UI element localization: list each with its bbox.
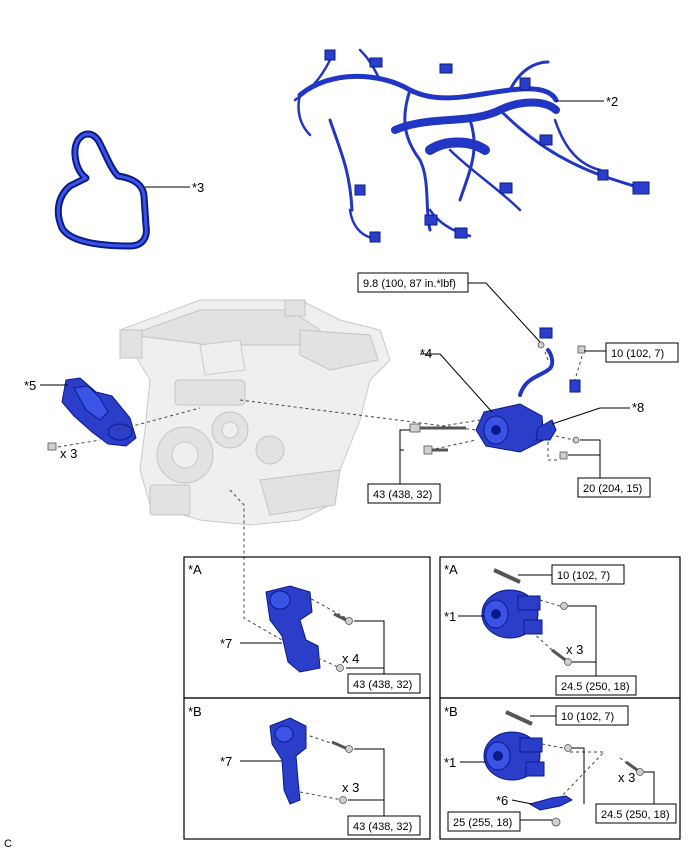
panel-right-b [439, 697, 681, 840]
panel-label-left-a: *A [188, 562, 202, 577]
engine-illustration [119, 299, 391, 526]
corner-mark: C [4, 838, 12, 850]
torque-43-panel-b: 43 (438, 32) [353, 821, 412, 833]
torque-25: 25 (255, 18) [453, 817, 512, 829]
panel-label-right-a: *A [444, 562, 458, 577]
panel-left-b [183, 697, 431, 840]
panel-label-left-b: *B [188, 704, 202, 719]
qty-bracket-b-bolts: x 3 [342, 780, 359, 795]
torque-9-8: 9.8 (100, 87 in.*lbf) [363, 278, 456, 290]
torque-43-alternator: 43 (438, 32) [373, 489, 432, 501]
qty-bracket-a-bolts: x 4 [342, 651, 359, 666]
callout-alternator: *4 [420, 346, 432, 361]
qty-compressor-b-bolts: x 3 [618, 770, 635, 785]
compressor-b-illustration [483, 731, 545, 781]
torque-10-alternator: 10 (102, 7) [611, 348, 664, 360]
torque-43-panel-a: 43 (438, 32) [353, 679, 412, 691]
callout-hose: *6 [496, 793, 508, 808]
panel-label-right-b: *B [444, 704, 458, 719]
callout-bracket: *8 [632, 400, 644, 415]
exhaust-manifold-illustration [61, 377, 137, 447]
torque-20: 20 (204, 15) [583, 483, 642, 495]
callout-compressor-a: *1 [444, 609, 456, 624]
compressor-a-illustration [481, 589, 543, 639]
compressor-bracket-b-illustration [269, 717, 307, 805]
torque-10-compressor-b: 10 (102, 7) [561, 711, 614, 723]
torque-10-compressor-a: 10 (102, 7) [557, 570, 610, 582]
callout-manifold: *5 [24, 378, 36, 393]
torque-24-5-panel-a: 24.5 (250, 18) [561, 681, 630, 693]
alternator-bracket-illustration [535, 419, 557, 441]
hose-illustration [528, 795, 573, 811]
compressor-bracket-a-illustration [265, 585, 321, 673]
alternator-cable-illustration [518, 327, 581, 397]
qty-manifold-bolts: x 3 [60, 446, 77, 461]
wire-harness-illustration [293, 48, 650, 243]
callout-bracket-b: *7 [220, 754, 232, 769]
qty-compressor-a-bolts: x 3 [566, 642, 583, 657]
callout-harness: *2 [606, 94, 618, 109]
alternator-illustration [475, 403, 545, 453]
callout-compressor-b: *1 [444, 755, 456, 770]
v-belt-illustration [54, 130, 150, 250]
callout-bracket-a: *7 [220, 636, 232, 651]
callout-belt: *3 [192, 180, 204, 195]
torque-24-5-panel-b: 24.5 (250, 18) [601, 809, 670, 821]
